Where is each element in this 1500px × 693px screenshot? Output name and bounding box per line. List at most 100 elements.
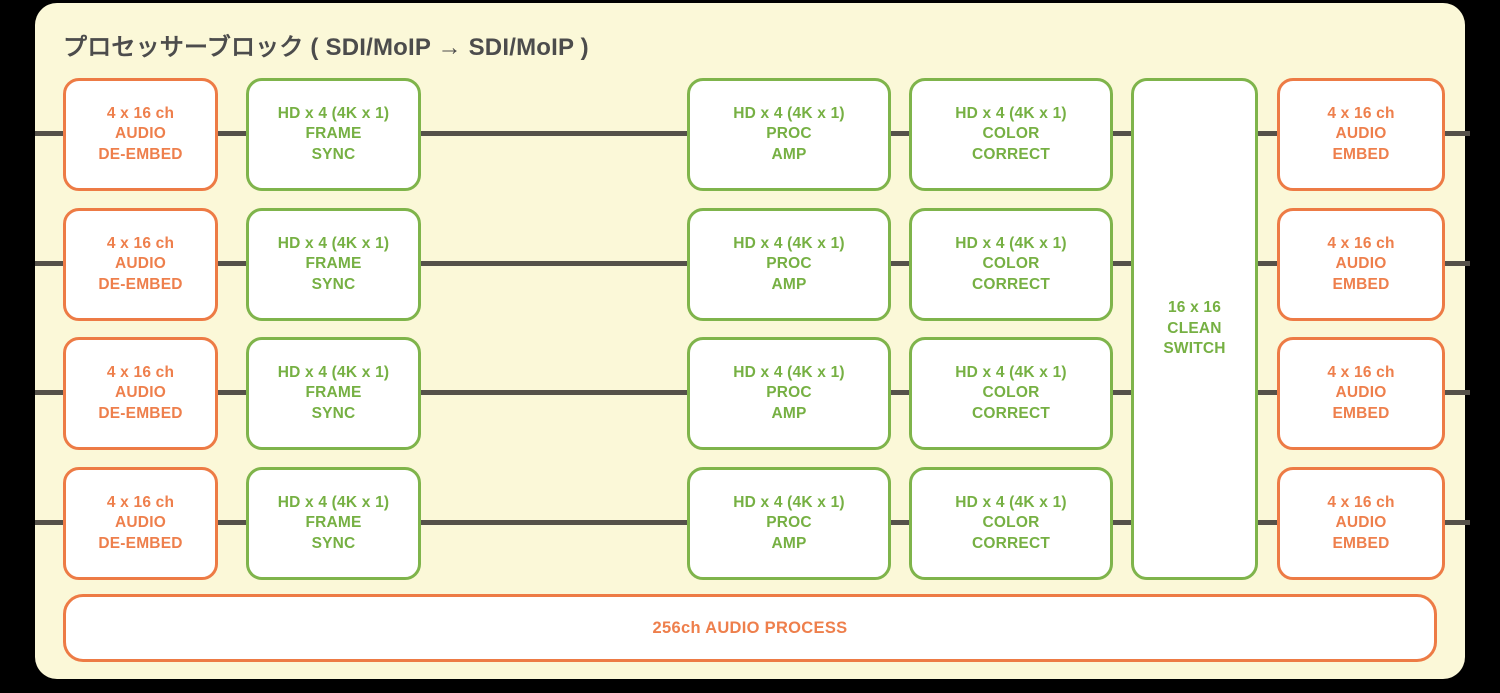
block-line-2: COLOR — [982, 384, 1040, 402]
block-clean-switch[interactable]: 16 x 16 CLEAN SWITCH — [1131, 78, 1258, 580]
wire-input-row-4 — [35, 520, 63, 525]
block-line-1: 4 x 16 ch — [1327, 104, 1395, 122]
block-line-3: DE-EMBED — [98, 275, 183, 293]
wire-colorcorrect-to-cleanswitch-row-3 — [1113, 390, 1131, 395]
block-audio-embed-row-3[interactable]: 4 x 16 ch AUDIO EMBED — [1277, 337, 1445, 450]
block-line-3: CORRECT — [971, 275, 1051, 293]
block-line-1: 4 x 16 ch — [106, 493, 175, 511]
block-line-2: COLOR — [982, 125, 1040, 143]
block-line-1: 4 x 16 ch — [106, 104, 175, 122]
processor-block-panel: プロセッサーブロック ( SDI/MoIP → SDI/MoIP ) 4 x 1… — [35, 3, 1470, 679]
block-line-1: HD x 4 (4K x 1) — [277, 363, 390, 381]
block-audio-process-bar[interactable]: 256ch AUDIO PROCESS — [63, 594, 1437, 662]
block-line-3: SYNC — [311, 534, 356, 552]
block-color-correct-row-1[interactable]: HD x 4 (4K x 1) COLOR CORRECT — [909, 78, 1113, 191]
block-line-2: AUDIO — [1335, 255, 1387, 273]
block-frame-sync-row-1[interactable]: HD x 4 (4K x 1) FRAME SYNC — [246, 78, 421, 191]
block-line-1: 4 x 16 ch — [1327, 493, 1395, 511]
block-audio-embed-row-4[interactable]: 4 x 16 ch AUDIO EMBED — [1277, 467, 1445, 580]
block-line-3: AMP — [771, 534, 807, 552]
page-title: プロセッサーブロック ( SDI/MoIP → SDI/MoIP ) — [63, 34, 589, 61]
block-line-1: 4 x 16 ch — [106, 363, 175, 381]
block-line-1: 4 x 16 ch — [1327, 234, 1395, 252]
block-color-correct-row-2[interactable]: HD x 4 (4K x 1) COLOR CORRECT — [909, 208, 1113, 321]
block-line-3: DE-EMBED — [98, 145, 183, 163]
block-line-3: SWITCH — [1163, 340, 1226, 358]
block-color-correct-row-3[interactable]: HD x 4 (4K x 1) COLOR CORRECT — [909, 337, 1113, 450]
block-line-3: AMP — [771, 404, 807, 422]
block-line-3: CORRECT — [971, 404, 1051, 422]
wire-framesync-to-procamp-row-2 — [421, 261, 687, 266]
block-line-1: HD x 4 (4K x 1) — [733, 363, 845, 381]
block-line-2: CLEAN — [1167, 319, 1222, 337]
block-proc-amp-row-1[interactable]: HD x 4 (4K x 1) PROC AMP — [687, 78, 891, 191]
wire-output-row-2 — [1445, 261, 1470, 266]
wire-framesync-to-procamp-row-1 — [421, 131, 687, 136]
audio-process-label: 256ch AUDIO PROCESS — [652, 618, 848, 637]
wire-output-row-1 — [1445, 131, 1470, 136]
wire-input-row-3 — [35, 390, 63, 395]
block-line-2: AUDIO — [1335, 125, 1387, 143]
wire-framesync-to-procamp-row-4 — [421, 520, 687, 525]
wire-cleanswitch-to-embed-row-4 — [1258, 520, 1277, 525]
block-line-2: AUDIO — [115, 514, 166, 532]
block-line-2: PROC — [766, 514, 812, 532]
block-audio-de-embed-row-1[interactable]: 4 x 16 ch AUDIO DE-EMBED — [63, 78, 218, 191]
wire-procamp-to-colorcorrect-row-4 — [891, 520, 909, 525]
block-line-1: HD x 4 (4K x 1) — [277, 234, 390, 252]
block-line-2: AUDIO — [115, 384, 166, 402]
block-line-3: DE-EMBED — [98, 404, 183, 422]
block-frame-sync-row-2[interactable]: HD x 4 (4K x 1) FRAME SYNC — [246, 208, 421, 321]
block-line-2: AUDIO — [1335, 514, 1387, 532]
block-audio-de-embed-row-3[interactable]: 4 x 16 ch AUDIO DE-EMBED — [63, 337, 218, 450]
block-line-3: CORRECT — [971, 145, 1051, 163]
block-line-1: HD x 4 (4K x 1) — [733, 104, 845, 122]
wire-input-row-2 — [35, 261, 63, 266]
block-frame-sync-row-4[interactable]: HD x 4 (4K x 1) FRAME SYNC — [246, 467, 421, 580]
block-line-2: FRAME — [305, 514, 362, 532]
block-line-3: EMBED — [1332, 275, 1390, 293]
block-line-3: SYNC — [311, 404, 356, 422]
wire-deembed-to-framesync-row-2 — [218, 261, 246, 266]
block-line-2: AUDIO — [115, 255, 166, 273]
block-line-3: EMBED — [1332, 404, 1390, 422]
block-audio-embed-row-2[interactable]: 4 x 16 ch AUDIO EMBED — [1277, 208, 1445, 321]
block-line-2: FRAME — [305, 255, 362, 273]
block-proc-amp-row-4[interactable]: HD x 4 (4K x 1) PROC AMP — [687, 467, 891, 580]
block-line-1: HD x 4 (4K x 1) — [733, 493, 845, 511]
block-line-2: AUDIO — [1335, 384, 1387, 402]
wire-cleanswitch-to-embed-row-1 — [1258, 131, 1277, 136]
block-audio-embed-row-1[interactable]: 4 x 16 ch AUDIO EMBED — [1277, 78, 1445, 191]
block-proc-amp-row-3[interactable]: HD x 4 (4K x 1) PROC AMP — [687, 337, 891, 450]
block-line-2: PROC — [766, 384, 812, 402]
wire-colorcorrect-to-cleanswitch-row-2 — [1113, 261, 1131, 266]
block-line-3: EMBED — [1332, 145, 1390, 163]
wire-deembed-to-framesync-row-3 — [218, 390, 246, 395]
wire-output-row-3 — [1445, 390, 1470, 395]
block-line-2: PROC — [766, 125, 812, 143]
block-line-1: HD x 4 (4K x 1) — [955, 363, 1067, 381]
wire-framesync-to-procamp-row-3 — [421, 390, 687, 395]
wire-deembed-to-framesync-row-1 — [218, 131, 246, 136]
block-line-1: 4 x 16 ch — [106, 234, 175, 252]
block-line-2: COLOR — [982, 255, 1040, 273]
block-line-2: COLOR — [982, 514, 1040, 532]
wire-procamp-to-colorcorrect-row-1 — [891, 131, 909, 136]
wire-cleanswitch-to-embed-row-2 — [1258, 261, 1277, 266]
block-audio-de-embed-row-4[interactable]: 4 x 16 ch AUDIO DE-EMBED — [63, 467, 218, 580]
block-line-3: DE-EMBED — [98, 534, 183, 552]
block-line-1: 4 x 16 ch — [1327, 363, 1395, 381]
block-line-1: HD x 4 (4K x 1) — [277, 104, 390, 122]
block-line-3: EMBED — [1332, 534, 1390, 552]
block-audio-de-embed-row-2[interactable]: 4 x 16 ch AUDIO DE-EMBED — [63, 208, 218, 321]
block-line-2: FRAME — [305, 125, 362, 143]
wire-procamp-to-colorcorrect-row-3 — [891, 390, 909, 395]
block-color-correct-row-4[interactable]: HD x 4 (4K x 1) COLOR CORRECT — [909, 467, 1113, 580]
block-proc-amp-row-2[interactable]: HD x 4 (4K x 1) PROC AMP — [687, 208, 891, 321]
block-line-3: AMP — [771, 145, 807, 163]
block-line-2: FRAME — [305, 384, 362, 402]
block-line-3: SYNC — [311, 275, 356, 293]
block-frame-sync-row-3[interactable]: HD x 4 (4K x 1) FRAME SYNC — [246, 337, 421, 450]
block-line-3: CORRECT — [971, 534, 1051, 552]
